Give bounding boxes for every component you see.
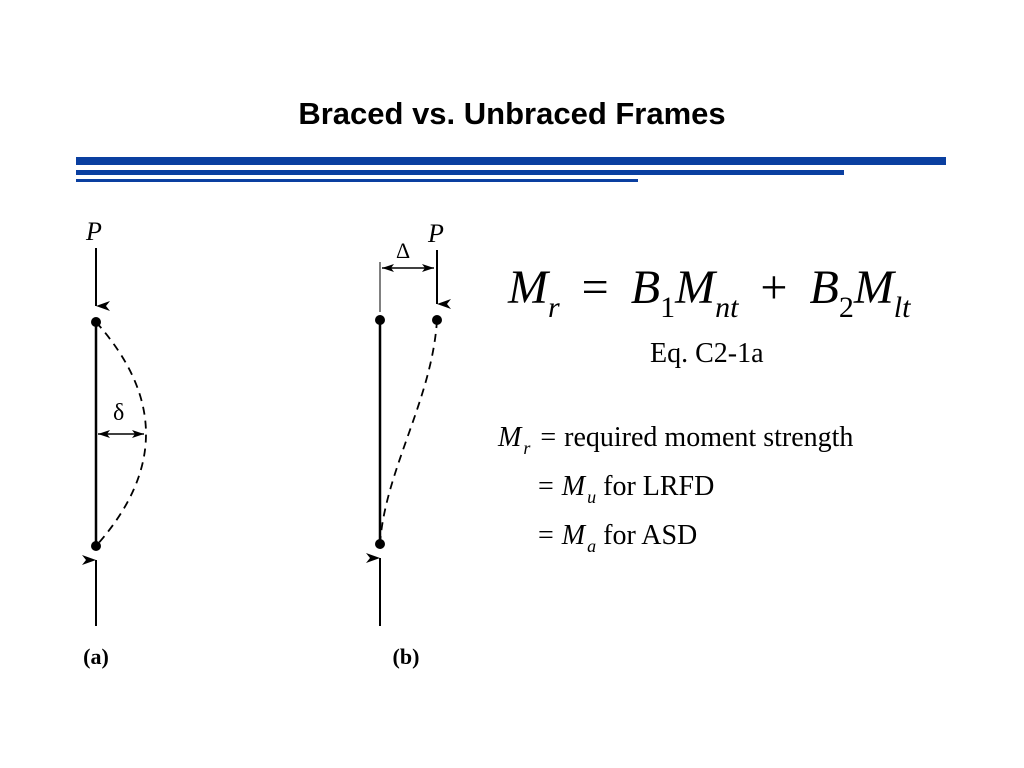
caption-a: (a): [83, 644, 109, 669]
eq-mlt: M: [853, 261, 894, 314]
header-rule-medium: [76, 170, 844, 175]
eq-equals: =: [581, 261, 609, 314]
column-b: P Δ (b): [366, 219, 451, 669]
equation-reference: Eq. C2-1a: [650, 338, 764, 369]
def-expr-sub: u: [587, 487, 597, 507]
eq-b1-sub: 1: [660, 291, 676, 324]
pin-top-right-b: [432, 315, 442, 325]
def-text: required moment strength: [564, 422, 854, 453]
def-expr-var: M: [561, 471, 586, 502]
header-rule-thin: [76, 179, 638, 182]
def-equals: =: [538, 520, 554, 551]
def-equals: =: [538, 471, 554, 502]
pin-bottom-a: [91, 541, 101, 551]
column-a: P δ (a): [82, 217, 147, 669]
deflected-shape-a: [95, 321, 147, 547]
def-equals: =: [540, 422, 557, 453]
pin-top-left-b: [375, 315, 385, 325]
header-rule-thick: [76, 157, 946, 165]
eq-mlt-sub: lt: [893, 291, 911, 324]
eq-b2: B: [809, 261, 839, 314]
def-var: M: [498, 422, 522, 453]
pin-top-a: [91, 317, 101, 327]
load-label-a: P: [85, 217, 102, 246]
def-text: for ASD: [603, 520, 698, 551]
eq-mnt: M: [675, 261, 716, 314]
eq-mnt-sub: nt: [715, 291, 739, 324]
caption-b: (b): [393, 644, 420, 669]
eq-b2-sub: 2: [838, 291, 854, 324]
def-var-sub: r: [523, 438, 531, 458]
def-expr-sub: a: [587, 536, 597, 556]
load-label-b: P: [427, 219, 444, 248]
main-equation: Mr = B1Mnt + B2Mlt: [508, 258, 910, 324]
eq-plus: +: [760, 261, 788, 314]
deflection-label: δ: [113, 400, 124, 426]
slide-title: Braced vs. Unbraced Frames: [298, 96, 726, 131]
deflected-shape-b: [379, 319, 438, 545]
drift-label: Δ: [396, 238, 410, 263]
eq-lhs-sub: r: [547, 291, 560, 324]
eq-b1: B: [630, 261, 661, 314]
def-text: for LRFD: [603, 471, 715, 502]
def-expr-var: M: [561, 520, 586, 551]
pin-bottom-b: [375, 539, 385, 549]
eq-lhs: M: [508, 261, 548, 314]
